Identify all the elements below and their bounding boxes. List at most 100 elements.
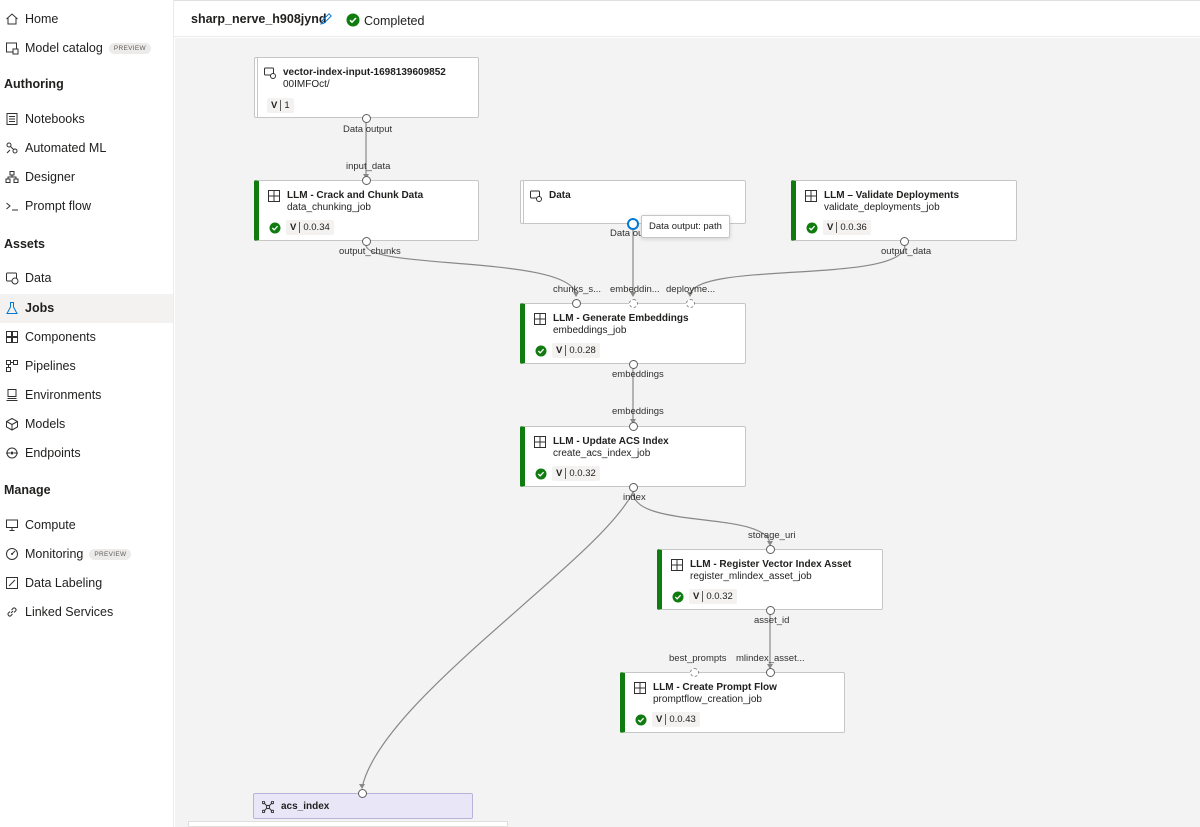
sidebar-item-label: Linked Services xyxy=(25,605,114,619)
output-port[interactable] xyxy=(766,606,775,615)
sidebar-item-data[interactable]: Data xyxy=(0,264,173,293)
sidebar-item-label: Components xyxy=(25,330,96,344)
output-port-hovered[interactable] xyxy=(627,218,639,230)
sidebar-item-linked-services[interactable]: Linked Services xyxy=(0,598,173,627)
node-generate-embeddings[interactable]: LLM - Generate Embeddings embeddings_job… xyxy=(520,303,746,364)
success-check-icon xyxy=(635,714,647,726)
sidebar-item-compute[interactable]: Compute xyxy=(0,511,173,540)
node-crack-chunk-data[interactable]: LLM - Crack and Chunk Data data_chunking… xyxy=(254,180,479,241)
cube-icon xyxy=(6,417,18,431)
success-check-icon xyxy=(806,222,818,234)
monitoring-icon xyxy=(6,548,18,560)
job-header: sharp_nerve_h908jynd Completed xyxy=(174,0,1200,37)
output-port[interactable] xyxy=(362,114,371,123)
dataset-icon xyxy=(530,190,542,202)
port-label: output_chunks xyxy=(339,246,401,257)
node-update-acs-index[interactable]: LLM - Update ACS Index create_acs_index_… xyxy=(520,426,746,487)
sidebar-item-label: Pipelines xyxy=(25,359,76,373)
port-label: storage_uri xyxy=(748,530,796,541)
input-port[interactable] xyxy=(766,545,775,554)
sidebar-item-automated-ml[interactable]: Automated ML xyxy=(0,134,173,163)
input-port[interactable] xyxy=(690,668,699,677)
edit-pencil-icon[interactable] xyxy=(319,12,333,26)
data-icon xyxy=(6,272,19,285)
node-subtitle: promptflow_creation_job xyxy=(653,694,762,705)
port-label: deployme... xyxy=(666,284,716,295)
node-title: LLM - Register Vector Index Asset xyxy=(690,559,852,570)
sidebar-item-label: Notebooks xyxy=(25,112,85,126)
section-assets: Assets xyxy=(4,237,45,251)
port-label: embeddings xyxy=(612,406,664,417)
component-icon xyxy=(534,313,546,325)
output-port[interactable] xyxy=(629,360,638,369)
sidebar-item-model-catalog[interactable]: Model catalog PREVIEW xyxy=(0,34,173,63)
sidebar-item-environments[interactable]: Environments xyxy=(0,381,173,410)
sidebar-item-label: Model catalog xyxy=(25,41,103,55)
sidebar-item-prompt-flow[interactable]: Prompt flow xyxy=(0,192,173,221)
component-icon xyxy=(534,436,546,448)
node-title: LLM – Validate Deployments xyxy=(824,190,960,201)
pipelines-icon xyxy=(6,360,18,372)
sidebar-item-home[interactable]: Home xyxy=(0,5,173,34)
status-label: Completed xyxy=(364,14,425,28)
port-label: index xyxy=(623,492,646,503)
input-port[interactable] xyxy=(572,299,581,308)
model-catalog-icon xyxy=(6,42,19,55)
environments-icon xyxy=(6,389,18,401)
port-label: asset_id xyxy=(754,615,790,626)
node-register-vector-index[interactable]: LLM - Register Vector Index Asset regist… xyxy=(657,549,883,610)
dataset-icon xyxy=(264,67,276,79)
sidebar-item-notebooks[interactable]: Notebooks xyxy=(0,105,173,134)
success-check-icon xyxy=(269,222,281,234)
sidebar-item-models[interactable]: Models xyxy=(0,410,173,439)
component-icon xyxy=(268,190,280,202)
sidebar-item-data-labeling[interactable]: Data Labeling xyxy=(0,569,173,598)
sidebar-item-endpoints[interactable]: Endpoints xyxy=(0,439,173,468)
sidebar-item-label: Prompt flow xyxy=(25,199,91,213)
input-port[interactable] xyxy=(358,789,367,798)
sidebar-item-designer[interactable]: Designer xyxy=(0,163,173,192)
sidebar-item-pipelines[interactable]: Pipelines xyxy=(0,352,173,381)
flask-icon xyxy=(6,302,18,314)
sidebar-item-label: Jobs xyxy=(25,301,55,315)
success-check-icon xyxy=(535,345,547,357)
sidebar-item-label: Designer xyxy=(25,170,76,184)
input-port[interactable] xyxy=(362,176,371,185)
sidebar-item-components[interactable]: Components xyxy=(0,323,173,352)
designer-icon xyxy=(5,171,19,183)
sidebar-item-label: Environments xyxy=(25,388,102,402)
input-port[interactable] xyxy=(686,299,695,308)
output-port[interactable] xyxy=(900,237,909,246)
preview-badge: PREVIEW xyxy=(89,549,132,561)
port-label: embeddin... xyxy=(610,284,660,295)
node-subtitle: embeddings_job xyxy=(553,325,627,336)
success-check-icon xyxy=(535,468,547,480)
node-create-prompt-flow[interactable]: LLM - Create Prompt Flow promptflow_crea… xyxy=(620,672,845,733)
preview-badge: PREVIEW xyxy=(108,43,151,55)
sidebar-item-jobs[interactable]: Jobs xyxy=(0,294,173,323)
port-label: Data output xyxy=(343,124,393,135)
input-port[interactable] xyxy=(629,422,638,431)
sidebar-item-label: Endpoints xyxy=(25,446,81,460)
node-title: LLM - Generate Embeddings xyxy=(553,313,689,324)
sidebar-item-label: Automated ML xyxy=(25,141,107,155)
node-validate-deployments[interactable]: LLM – Validate Deployments validate_depl… xyxy=(791,180,1017,241)
component-icon xyxy=(671,559,683,571)
node-title: LLM - Update ACS Index xyxy=(553,436,669,447)
section-manage: Manage xyxy=(4,483,51,497)
sidebar-item-label: Data xyxy=(25,271,52,285)
input-port[interactable] xyxy=(629,299,638,308)
home-icon xyxy=(6,13,18,25)
check-circle-icon xyxy=(346,13,360,27)
input-port[interactable] xyxy=(766,668,775,677)
sidebar-item-label: Compute xyxy=(25,518,76,532)
port-label: Data ou xyxy=(610,228,644,239)
node-vector-index-input[interactable]: vector-index-input-1698139609852 00IMFOc… xyxy=(254,57,479,118)
output-port[interactable] xyxy=(629,483,638,492)
output-port[interactable] xyxy=(362,237,371,246)
